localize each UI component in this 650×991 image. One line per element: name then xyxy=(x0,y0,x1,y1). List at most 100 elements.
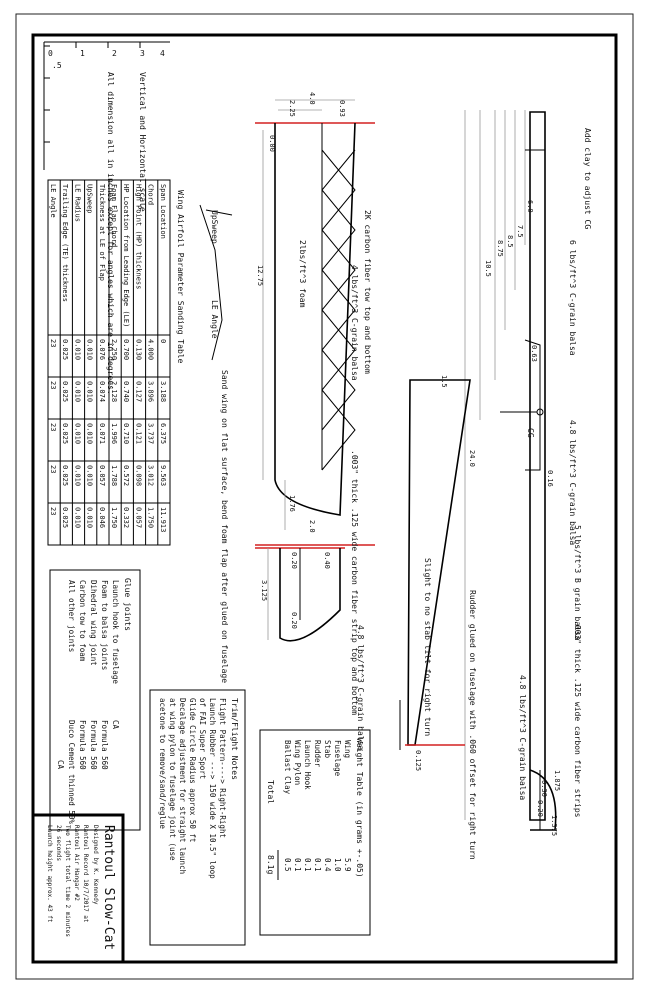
airfoil-row-label: LE Angle xyxy=(49,184,57,218)
glue-type: CA xyxy=(111,720,120,730)
airfoil-cell: 0.025 xyxy=(61,465,69,486)
glue-box: Glue joints Launch hook to fuselageCAFoa… xyxy=(49,569,141,831)
trim-line: of FAI Super Sport xyxy=(198,698,207,779)
airfoil-cell: 3.896 xyxy=(147,381,155,402)
wing-dim-000: 0.00 xyxy=(268,135,276,152)
airfoil-cell: 0.710 xyxy=(122,423,130,444)
airfoil-cell: 0.010 xyxy=(86,381,94,402)
dim-0-63: 0.63 xyxy=(530,345,538,362)
dim-6-0: 6.0 xyxy=(526,200,534,213)
airfoil-cell: 0.010 xyxy=(73,339,81,360)
airfoil-cell: 0.700 xyxy=(122,339,130,360)
c-grain-6-label: 6 lbs/ft^3 C-grain balsa xyxy=(568,240,577,356)
airfoil-cell: 23 xyxy=(49,339,57,347)
stab-drawing: 3.125 2.0 0.40 0.20 0.20 4.8 lbs/ft^3 C-… xyxy=(255,520,365,750)
glue-type: Formula 560 xyxy=(78,720,87,770)
stab-dim-020b: 0.20 xyxy=(290,612,298,629)
trim-box: Trim/Flight Notes Flight Pattern----> Ri… xyxy=(149,689,246,946)
weight-item: Ballast Clay xyxy=(283,740,292,795)
weight-item: Wing Pylon xyxy=(293,740,302,785)
airfoil-cell: 0.010 xyxy=(86,423,94,444)
weight-item: Wing xyxy=(343,740,352,758)
upsweep-label: UpSweep xyxy=(210,210,219,244)
airfoil-cell: 0.074 xyxy=(98,381,106,402)
wing-drawing: 4.0 2.25 0.93 0.00 12.75 1.76 2lbs/ft^3 … xyxy=(255,92,375,715)
airfoil-row-label: HP Location from Leading Edge (LE) xyxy=(122,184,130,327)
airfoil-cell: 0.010 xyxy=(73,507,81,528)
airfoil-cell: 0.127 xyxy=(134,381,142,402)
weight-grams: 5.9 xyxy=(343,858,352,872)
trim-line: at wing pylon to fuselage joint (use xyxy=(168,698,177,861)
airfoil-cell: 0.010 xyxy=(86,465,94,486)
dim-7-5: 7.5 xyxy=(516,225,524,238)
airfoil-row-label: Thickness at LE of Flap xyxy=(98,184,106,281)
weight-item: Launch Hook xyxy=(303,740,312,790)
carbon-strips-label: .003" thick .125 wide carbon fiber strip… xyxy=(573,620,582,818)
add-clay-label: Add clay to adjust CG xyxy=(583,128,592,229)
glue-joint: Foam to balsa joints xyxy=(100,580,109,670)
weight-box: Weight Table (in grams +-.05) Wing 5.9 Fus… xyxy=(259,729,371,936)
c-grain-48-tail-label: 4.8 lbs/ft^3 C-grain balsa xyxy=(518,675,527,800)
outer-border xyxy=(15,13,634,980)
airfoil-cell: 0.025 xyxy=(61,381,69,402)
weight-item: Stab xyxy=(323,740,332,759)
airfoil-cell: 3.188 xyxy=(159,381,167,402)
trim-line: Launch Rubber ---> 150 wide X 10.5" loop xyxy=(208,698,217,879)
dim-10-5: 10.5 xyxy=(484,260,492,277)
weight-item: Rudder xyxy=(313,740,322,768)
cg-label: CG xyxy=(526,428,535,438)
weight-item: Fuselage xyxy=(333,740,342,777)
dim-8-75: 8.75 xyxy=(496,240,504,257)
le-angle-label: LE Angle xyxy=(210,300,219,339)
trim-line: Flight Pattern----> Right-Right xyxy=(218,698,227,838)
trim-line: acetone to remove/sand/reglue xyxy=(158,698,167,829)
wing-dim-093: 0.93 xyxy=(338,100,346,117)
stab-dim-020a: 0.20 xyxy=(290,552,298,569)
trim-line: Decalage adjustment for straight launch xyxy=(178,698,187,874)
wing-c-grain-label: 4 lbs/ft^3 C-grain balsa xyxy=(350,265,359,381)
glue-joint: Carbon tow to foam xyxy=(78,580,87,662)
airfoil-cell: 0.010 xyxy=(73,423,81,444)
airfoil-table: Span Location03.1886.3759.56311.913Chord… xyxy=(47,179,171,546)
airfoil-cell: 0.025 xyxy=(61,507,69,528)
airfoil-row-label: Chord xyxy=(147,184,155,205)
airfoil-row-label: Foam Flap Chord xyxy=(110,184,118,247)
airfoil-cell: 3.012 xyxy=(147,465,155,486)
weight-grams: 0.1 xyxy=(293,858,302,872)
wing-dim-225: 2.25 xyxy=(288,100,296,117)
stab-balsa-label: 4.8 lbs/ft^3 C-grain balsa xyxy=(356,625,365,750)
scale-block: 0 .5 1 2 3 4 Vertical and Horizontal sca… xyxy=(43,41,170,395)
designer-note: Designed by K. Kennedy xyxy=(92,825,99,905)
dim-1-875: 1.875 xyxy=(553,770,561,791)
airfoil-cell: 0.025 xyxy=(61,339,69,360)
record-line: Rantoul Record 10/7/2017 at xyxy=(82,825,89,923)
trim-title: Trim/Flight Notes xyxy=(230,698,239,780)
glue-extra: CA xyxy=(56,760,65,770)
wing-foam-label: 2lbs/ft^3 foam xyxy=(298,240,307,308)
airfoil-cell: 9.563 xyxy=(159,465,167,486)
record-line: Launch height approx. 43 ft xyxy=(46,825,53,923)
stab-tilt-note: Slight to no stab tilt for right turn xyxy=(423,558,432,736)
airfoil-cell: 1.996 xyxy=(110,423,118,444)
glue-type: Formula 560 xyxy=(89,720,98,770)
dim-0-30: 0.30 xyxy=(540,780,548,797)
scale-tick-4: 4 xyxy=(160,49,165,58)
weight-grams: 1.0 xyxy=(333,858,342,872)
glue-type: Duco Cement thinned 50% xyxy=(67,720,76,824)
airfoil-cell: 23 xyxy=(49,507,57,515)
airfoil-cell: 2.250 xyxy=(110,339,118,360)
dim-0-20: 0.20 xyxy=(536,800,544,817)
trim-line: Glide Circle Radius approx 50 ft xyxy=(188,698,197,843)
airfoil-row-label: Trailing Edge (TE) thickness xyxy=(61,184,69,302)
weight-title: Weight Table (in grams +-.05) xyxy=(355,738,364,878)
airfoil-cell: 0.071 xyxy=(98,423,106,444)
wing-chord-dim: 4.0 xyxy=(308,92,316,105)
glue-joint: Launch hook to fuselage xyxy=(111,580,120,684)
weight-grams: 0.5 xyxy=(283,858,292,872)
weight-grams: 0.1 xyxy=(313,858,322,872)
scale-tick-0: 0 xyxy=(48,49,53,58)
airfoil-cell: 0.057 xyxy=(134,507,142,528)
dim-1-5: 1.5 xyxy=(440,375,448,388)
airfoil-row-label: Span Location xyxy=(159,184,167,239)
